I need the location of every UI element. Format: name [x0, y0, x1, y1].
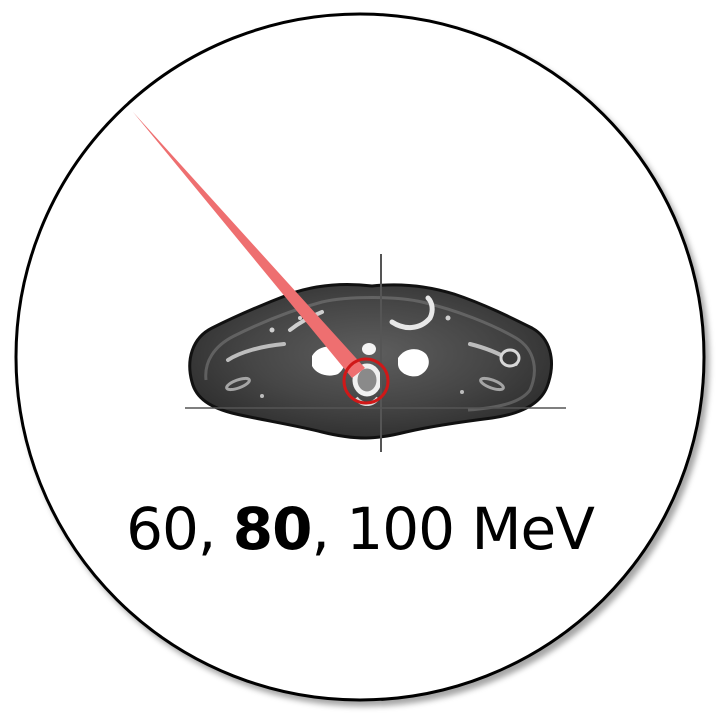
clavicle-right [389, 295, 435, 330]
energy-value-60: 60 [126, 495, 199, 563]
lung-right [398, 349, 429, 377]
ct-slice [188, 283, 553, 440]
energy-label: 60, 80, 100 MeV [0, 495, 720, 563]
rib-right [479, 376, 505, 392]
trachea [362, 343, 376, 355]
humerus-right [499, 348, 521, 368]
energy-value-100: 100 [346, 495, 455, 563]
scapula-left [226, 342, 286, 362]
energy-separator-2: , [311, 495, 347, 563]
energy-unit: MeV [454, 495, 595, 563]
target-circle [342, 357, 390, 405]
rib-left [225, 376, 251, 392]
proton-beam-line [133, 112, 365, 378]
vertebral-body [352, 363, 382, 397]
energy-value-80: 80 [232, 495, 313, 563]
soft-tissue-band [204, 296, 536, 412]
energy-separator-1: , [197, 495, 233, 563]
